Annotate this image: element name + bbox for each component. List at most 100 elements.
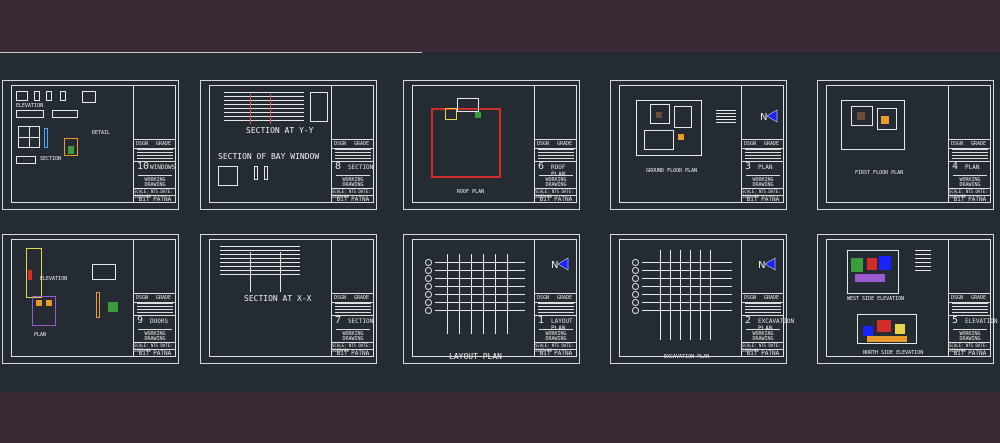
crosshair-line (0, 52, 422, 53)
drawing-line (660, 250, 661, 340)
drawing-caption: WEST SIDE ELEVATION (847, 296, 905, 302)
org-label: BIT PATNA (949, 195, 991, 204)
drawing-line (459, 254, 460, 334)
title-block-notes (332, 301, 374, 316)
note-line (538, 312, 574, 313)
drawing-rect (32, 296, 56, 326)
note-line (745, 303, 781, 304)
drawing-line (224, 108, 304, 109)
note-line (538, 303, 574, 304)
note-line (137, 149, 173, 150)
note-line (335, 158, 371, 159)
drawing-line (220, 262, 300, 263)
drawing-caption: ELEVATION (40, 276, 68, 282)
drawing-rect (34, 91, 40, 101)
note-line (137, 312, 173, 313)
grid-bubble (425, 283, 432, 290)
note-line (137, 158, 173, 159)
drawing-line (483, 254, 484, 334)
drawing-rect (96, 292, 100, 318)
drawing-line (507, 254, 508, 334)
grid-bubble (425, 267, 432, 274)
note-line (745, 158, 781, 159)
title-block-notes (134, 301, 176, 316)
drawing-rect (16, 91, 28, 101)
org-label: BIT PATNA (134, 195, 176, 204)
working-drawing-label: WORKING DRAWING (138, 175, 172, 188)
working-drawing-label: WORKING DRAWING (746, 175, 780, 188)
drawing-rect (254, 166, 258, 180)
note-line (335, 303, 371, 304)
north-arrow-icon: N (760, 108, 778, 124)
drawing-line (250, 94, 251, 124)
drawing-caption: SECTION AT Y-Y (246, 126, 314, 135)
drawing-caption: SECTION (40, 156, 62, 162)
drawing-line (224, 112, 304, 113)
grid-bubble (632, 259, 639, 266)
drawing-rect (218, 166, 238, 186)
working-drawing-label: WORKING DRAWING (138, 329, 172, 342)
drawing-fill (475, 112, 481, 118)
grid-bubble (425, 259, 432, 266)
title-block-notes (949, 147, 991, 162)
drawing-fill (36, 300, 42, 306)
drawing-rect (310, 92, 328, 122)
scale-date: SCALE: NTS DATE: 2023/08 (949, 342, 991, 353)
title-block-col-left: DSGN (537, 295, 550, 301)
note-line (952, 312, 988, 313)
title-block-col-left: DSGN (334, 141, 347, 147)
grid-bubble (425, 291, 432, 298)
note-line (538, 158, 574, 159)
drawing-line (435, 262, 525, 263)
drawing-fill (68, 146, 74, 154)
drawing-frame: SECTION AT X-X (209, 239, 332, 357)
drawing-line (642, 286, 732, 287)
drawing-line (642, 294, 732, 295)
drawing-rect (857, 314, 917, 344)
north-arrow-icon: N (758, 256, 776, 272)
org-label: BIT PATNA (742, 349, 784, 358)
drawing-fill (656, 112, 662, 118)
drawing-fill (46, 300, 52, 306)
drawing-fill (879, 256, 891, 270)
sheet-number: 9 (137, 315, 144, 326)
drawing-line (224, 96, 304, 97)
drawing-fill (678, 134, 684, 140)
title-block-col-right: GRADE (354, 141, 370, 147)
scale-date: SCALE: NTS DATE: 2023/08 (134, 342, 176, 353)
drawing-line (915, 250, 931, 251)
title-block-col-right: GRADE (156, 295, 172, 301)
drawing-line (224, 120, 304, 121)
title-block-header: DSGN GRADE (332, 139, 374, 149)
drawing-line (224, 100, 304, 101)
sheet-name: WINDOWS (150, 164, 176, 171)
note-line (335, 306, 371, 307)
drawing-rect (16, 156, 36, 164)
drawing-rect (64, 138, 78, 156)
org-label: BIT PATNA (332, 349, 374, 358)
sheet-number: 10 (137, 161, 150, 172)
sheet-name: LAYOUT PLAN (551, 318, 573, 332)
drawing-rect (650, 104, 670, 124)
title-block-col-right: GRADE (354, 295, 370, 301)
drawing-line (220, 270, 300, 271)
